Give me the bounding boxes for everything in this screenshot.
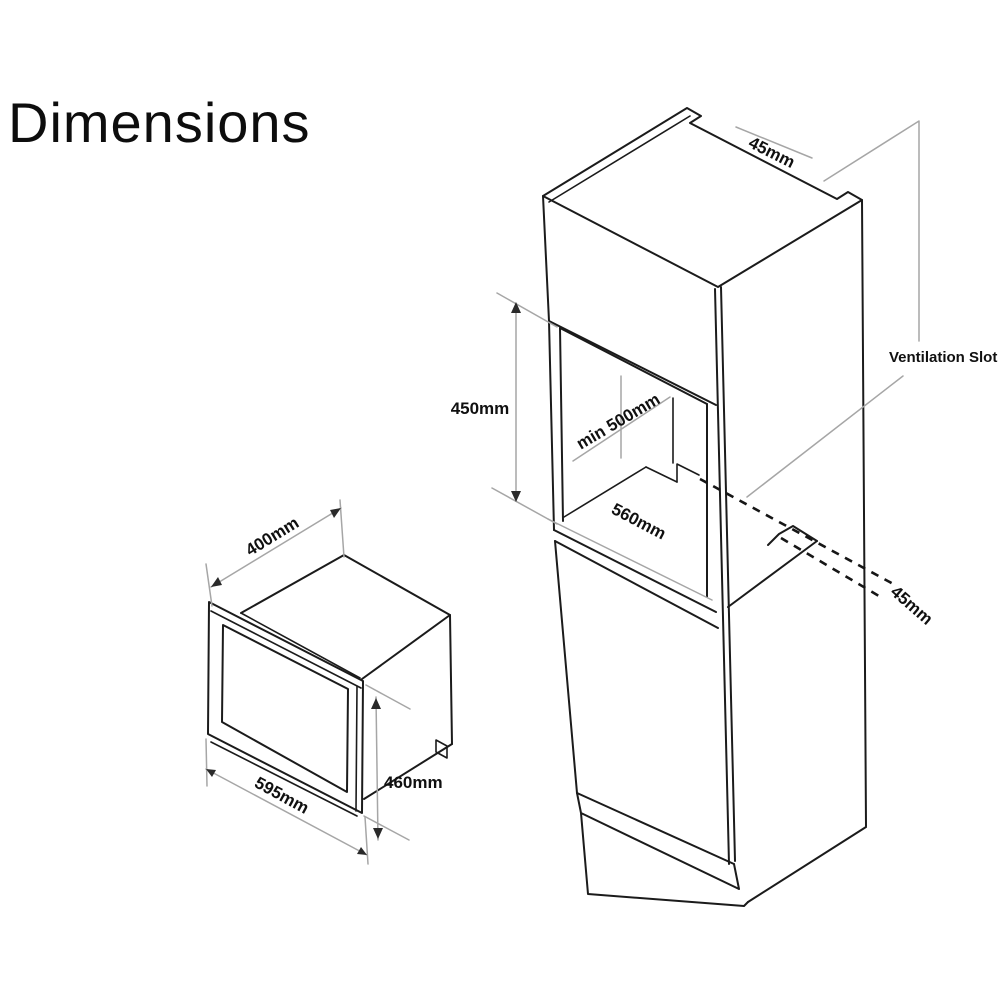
niche-floor-front-edge bbox=[553, 529, 717, 613]
base-top-edge bbox=[554, 540, 719, 629]
niche-left-frame-inner bbox=[559, 327, 564, 522]
cabinet-front-left-edge bbox=[542, 195, 550, 322]
microwave-door-right-thickness bbox=[355, 685, 358, 812]
niche-floor-back-edge bbox=[645, 466, 678, 483]
niche-top-edge bbox=[559, 327, 708, 405]
top-slot-dim-line bbox=[735, 126, 813, 159]
vent-slot-dashed-line-upper bbox=[699, 477, 898, 588]
microwave-door-top-thickness bbox=[210, 610, 362, 689]
mw-width-arrow-left bbox=[206, 769, 216, 777]
mw-height-ext-bottom bbox=[363, 815, 410, 841]
plinth-outline bbox=[576, 792, 749, 907]
mw-width-ext-right bbox=[364, 816, 369, 865]
niche-height-arrow-bottom bbox=[511, 491, 521, 502]
side-bottom-edge bbox=[747, 826, 867, 903]
microwave-door-bottom-thickness bbox=[210, 741, 358, 817]
mw-width-dim-line bbox=[205, 768, 368, 856]
rear-vent-slot-dimension: 45mm bbox=[887, 582, 937, 629]
mw-height-ext-top bbox=[365, 684, 411, 710]
niche-height-ext-bottom bbox=[491, 487, 558, 525]
upper-panel-bottom-edge bbox=[548, 320, 717, 406]
side-floor-level-line bbox=[727, 540, 818, 608]
ventilation-slot-label: Ventilation Slot bbox=[889, 349, 997, 366]
mw-depth-dim-line bbox=[210, 507, 342, 588]
ventilation-leader-top bbox=[823, 120, 920, 342]
microwave-height-dimension: 460mm bbox=[384, 773, 443, 792]
mw-height-arrow-top bbox=[371, 698, 381, 709]
base-left-edge bbox=[554, 540, 578, 794]
ventilation-leader-bottom bbox=[746, 375, 904, 498]
niche-width-dimension: 560mm bbox=[608, 499, 669, 543]
mw-depth-ext-left bbox=[205, 563, 213, 607]
microwave-door-outer bbox=[207, 601, 364, 814]
cabinet-top-edge-thickness bbox=[548, 115, 691, 203]
cabinet-top-face bbox=[542, 107, 863, 288]
niche-floor-left-edge bbox=[563, 466, 647, 518]
microwave-drawing: 400mm 595mm 460mm bbox=[205, 499, 453, 865]
back-right-edge bbox=[861, 199, 867, 827]
niche-left-frame-outer bbox=[548, 320, 555, 531]
page-title: Dimensions bbox=[8, 91, 311, 154]
mw-depth-ext-right bbox=[339, 499, 345, 558]
microwave-body-back-edge bbox=[449, 614, 453, 745]
mw-width-ext-left bbox=[205, 738, 208, 787]
niche-depth-dim-line bbox=[572, 396, 671, 462]
microwave-body-top-front-edge bbox=[240, 612, 361, 679]
mw-width-arrow-right bbox=[357, 847, 367, 855]
niche-depth-dimension: min 500mm bbox=[573, 390, 663, 454]
microwave-width-dimension: 595mm bbox=[251, 773, 312, 818]
mw-height-arrow-bottom bbox=[373, 828, 383, 839]
cabinet-drawing: 45mm 450mm min 500mm 560mm 45mm Ventilat… bbox=[451, 107, 997, 907]
niche-height-arrow-top bbox=[511, 302, 521, 313]
mw-depth-arrow-right bbox=[330, 508, 341, 518]
microwave-door-window bbox=[221, 624, 349, 793]
niche-rear-slot-step bbox=[676, 463, 700, 483]
microwave-foot bbox=[435, 739, 448, 759]
microwave-body-top-face bbox=[240, 554, 451, 680]
base-door-bottom-edge bbox=[576, 792, 735, 865]
niche-height-ext-top bbox=[496, 292, 558, 328]
niche-height-dimension: 450mm bbox=[451, 399, 510, 418]
side-vent-notch bbox=[767, 525, 818, 546]
mw-height-dim-line bbox=[375, 696, 379, 841]
vent-slot-dashed-line-lower bbox=[780, 536, 885, 601]
front-right-corner-outer bbox=[720, 286, 736, 862]
mw-depth-arrow-left bbox=[211, 577, 222, 587]
front-right-corner-inner bbox=[714, 288, 730, 865]
niche-width-dim-line bbox=[547, 518, 713, 601]
